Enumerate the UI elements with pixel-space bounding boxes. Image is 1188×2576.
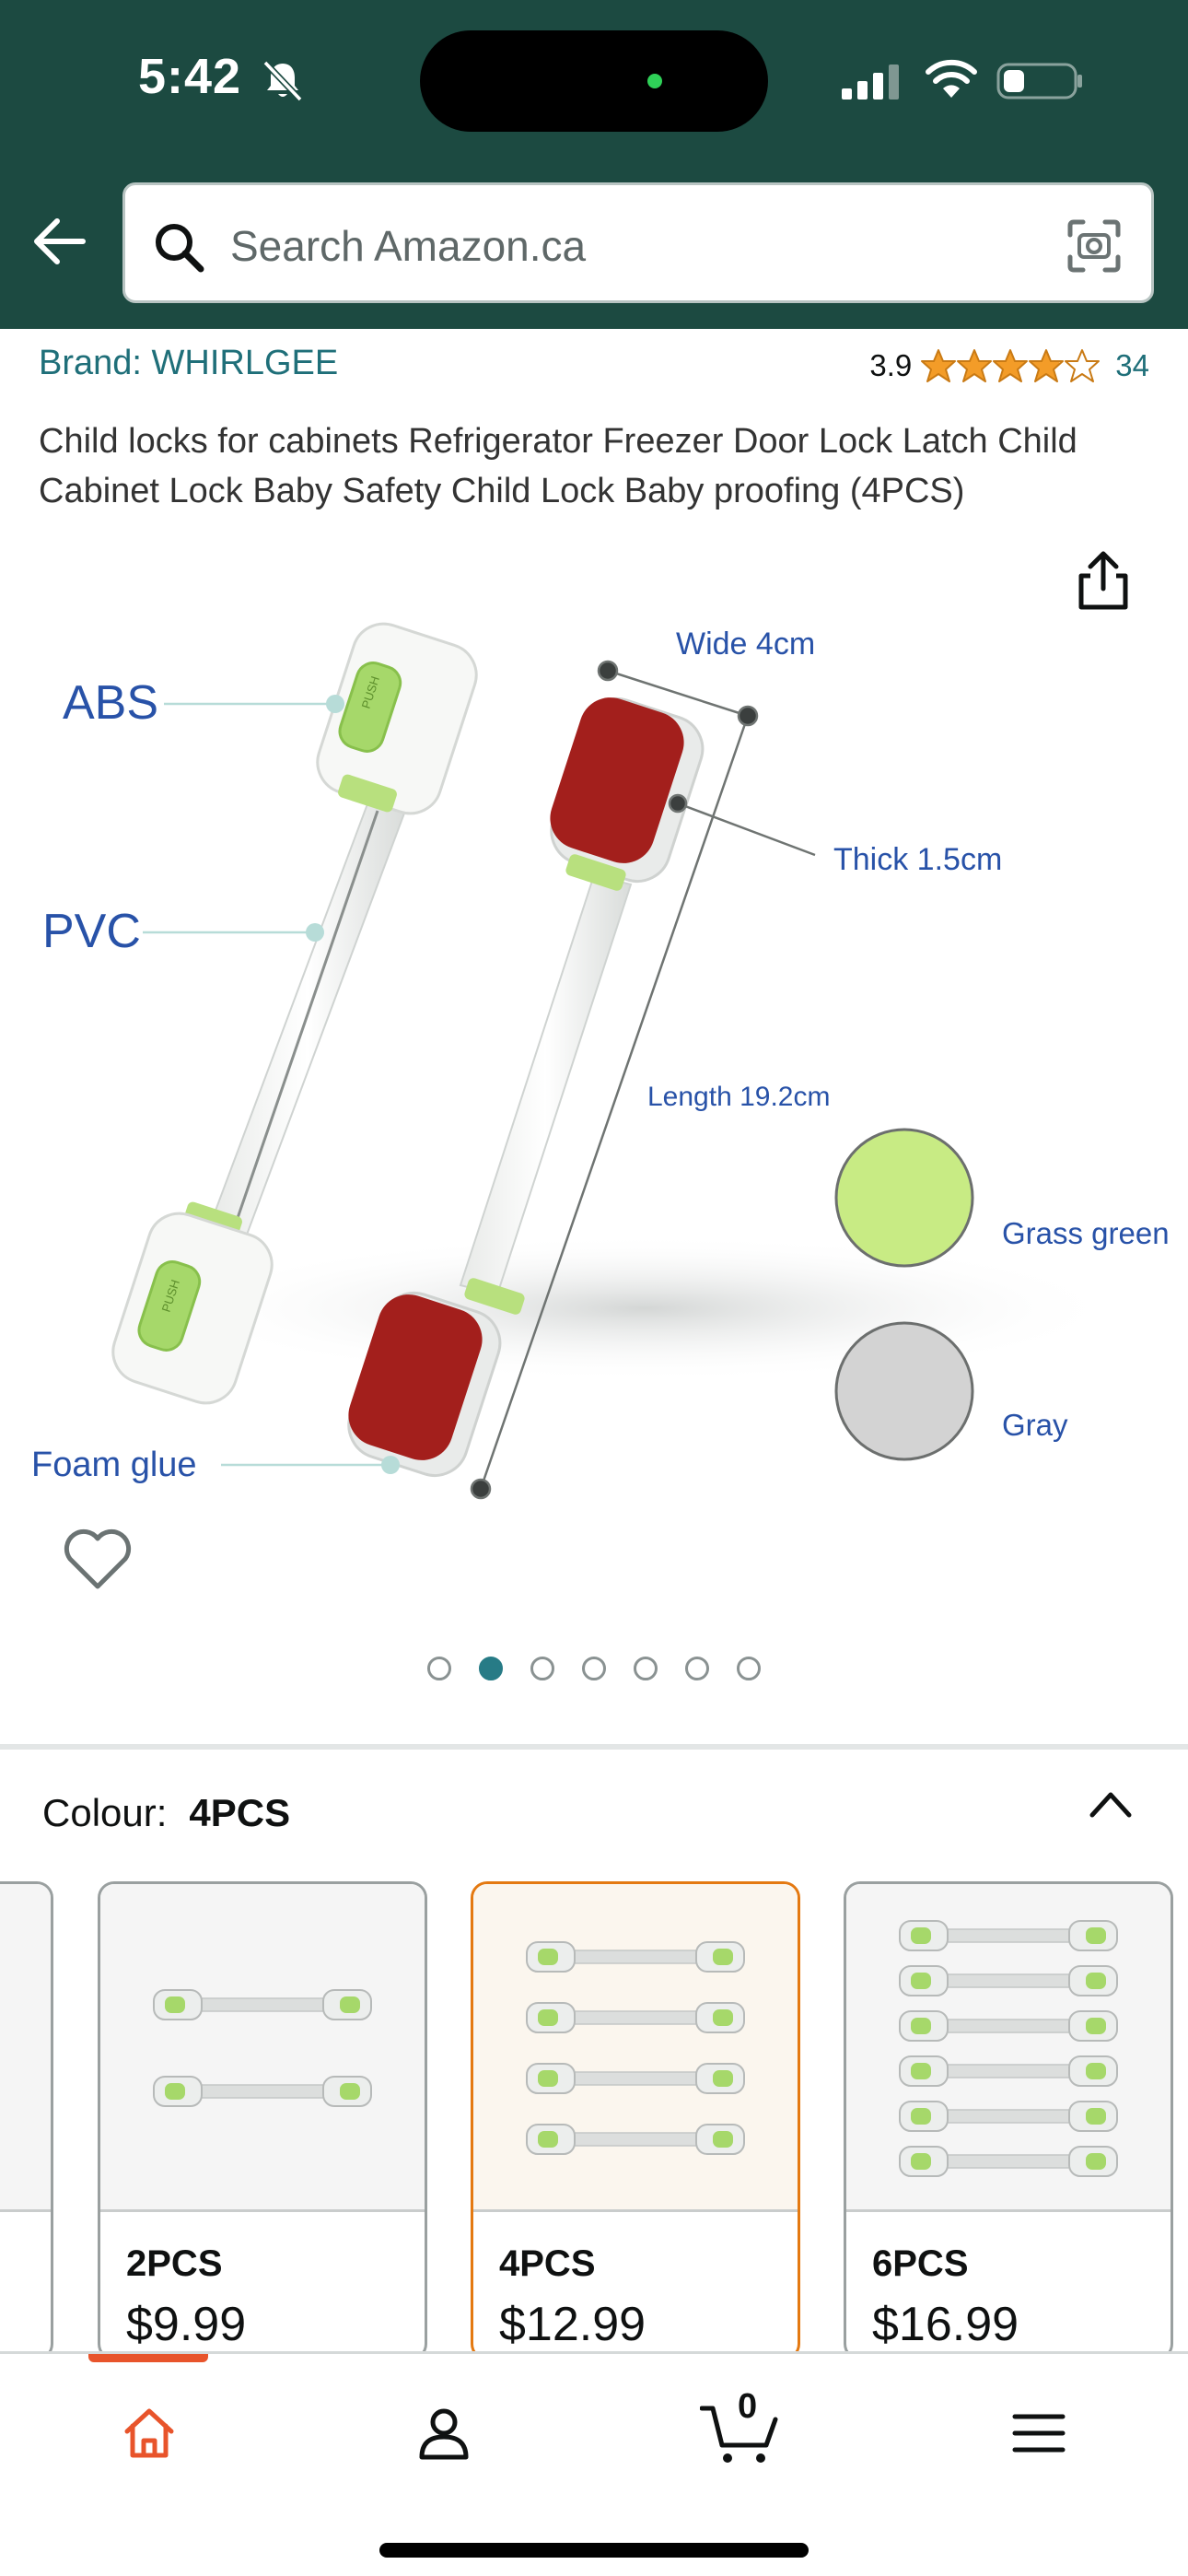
lock-thumbnail — [526, 1941, 745, 1973]
right-lock — [347, 697, 705, 1477]
colour-value: 4PCS — [189, 1791, 291, 1834]
label-wide: Wide 4cm — [676, 626, 815, 662]
menu-icon — [1012, 2414, 1066, 2453]
app-header: 5:42 — [0, 0, 1188, 329]
account-icon — [419, 2408, 469, 2460]
search-bar[interactable] — [122, 182, 1154, 303]
signal-icon — [842, 64, 899, 100]
pagination-dot[interactable] — [685, 1657, 709, 1680]
dimension-lines — [470, 660, 816, 1500]
variant-name: 4PCS — [499, 2243, 596, 2284]
material-callouts — [143, 702, 390, 1467]
variant-card-6pcs[interactable]: 6PCS $16.99 — [844, 1881, 1173, 2360]
review-count-link[interactable]: 34 — [1115, 348, 1149, 382]
lock-thumbnail — [526, 2002, 745, 2033]
variant-price: $16.99 — [872, 2298, 1019, 2351]
product-shadow — [166, 1235, 1124, 1382]
nav-cart[interactable]: 0 — [695, 2387, 787, 2479]
home-icon — [124, 2408, 174, 2458]
foam-marker — [381, 1456, 400, 1474]
label-thick: Thick 1.5cm — [833, 842, 1002, 877]
brand-link[interactable]: Brand: WHIRLGEE — [39, 344, 339, 382]
lock-thumbnail — [899, 2100, 1118, 2132]
variant-card-2pcs[interactable]: 2PCS $9.99 — [98, 1881, 427, 2360]
variant-price: $12.99 — [499, 2298, 646, 2351]
active-tab-indicator — [88, 2354, 208, 2362]
lock-thumbnail — [526, 2063, 745, 2094]
lock-thumbnail — [899, 2055, 1118, 2087]
abs-marker — [326, 695, 344, 713]
star-icon — [921, 349, 957, 382]
section-divider — [0, 1744, 1188, 1750]
pagination-dot[interactable] — [634, 1657, 658, 1680]
status-time: 5:42 — [138, 49, 242, 104]
bell-slash-icon — [262, 60, 303, 102]
colour-label: Colour: — [42, 1791, 168, 1834]
rating-stars — [921, 348, 1101, 383]
bottom-navigation: 0 — [0, 2351, 1188, 2576]
pagination-dot[interactable] — [479, 1657, 503, 1680]
label-foam-glue: Foam glue — [31, 1446, 197, 1484]
cart-icon — [700, 2406, 778, 2463]
lock-thumbnail — [899, 1919, 1118, 1951]
colour-selector-header[interactable]: Colour: 4PCS — [42, 1791, 290, 1835]
pagination-dot[interactable] — [530, 1657, 554, 1680]
lock-thumbnail — [526, 2124, 745, 2155]
variant-image — [0, 1884, 51, 2212]
camera-indicator-dot — [647, 74, 662, 88]
lock-thumbnail — [899, 2009, 1118, 2042]
label-gray: Gray — [1002, 1408, 1068, 1442]
star-icon — [993, 349, 1029, 382]
variant-price: $9.99 — [126, 2298, 247, 2351]
lock-thumbnail — [899, 2145, 1118, 2177]
swatch-grass-green — [834, 1128, 974, 1268]
lock-thumbnail — [153, 1989, 372, 2020]
label-pvc: PVC — [42, 905, 141, 958]
left-lock: PUSH PUSH — [111, 622, 478, 1405]
nav-home[interactable] — [103, 2387, 195, 2479]
nav-account[interactable] — [398, 2387, 490, 2479]
star-icon — [957, 349, 993, 382]
variant-image — [846, 1884, 1171, 2212]
pvc-marker — [306, 923, 324, 942]
label-abs: ABS — [63, 676, 158, 730]
product-title: Child locks for cabinets Refrigerator Fr… — [39, 422, 1077, 510]
product-image-gallery[interactable]: PUSH PUSH — [0, 534, 1188, 1695]
variant-image — [473, 1884, 798, 2212]
chevron-up-icon[interactable] — [1087, 1786, 1135, 1822]
wifi-icon — [926, 59, 977, 98]
share-icon[interactable] — [1074, 548, 1133, 613]
variant-name: 2PCS — [126, 2243, 223, 2284]
lock-thumbnail — [899, 1964, 1118, 1996]
search-icon — [156, 224, 204, 273]
star-icon — [1065, 349, 1101, 382]
gallery-pagination[interactable] — [0, 1657, 1188, 1680]
variant-card-4pcs[interactable]: 4PCS $12.99 — [471, 1881, 800, 2360]
variant-card-previous[interactable] — [0, 1881, 53, 2360]
label-length: Length 19.2cm — [647, 1082, 830, 1112]
heart-icon[interactable] — [63, 1528, 133, 1592]
back-arrow-icon[interactable] — [29, 212, 88, 271]
pagination-dot[interactable] — [737, 1657, 761, 1680]
pagination-dot[interactable] — [582, 1657, 606, 1680]
nav-menu[interactable] — [993, 2387, 1085, 2479]
rating-value: 3.9 — [869, 348, 913, 382]
star-icon — [1029, 349, 1065, 382]
variant-name: 6PCS — [872, 2243, 969, 2284]
rating-summary[interactable]: 3.9 34 — [869, 348, 1149, 383]
battery-icon — [996, 63, 1082, 100]
product-image: PUSH PUSH — [31, 622, 1170, 1500]
cart-count: 0 — [738, 2387, 758, 2426]
variant-image — [100, 1884, 425, 2212]
lock-thumbnail — [153, 2076, 372, 2107]
search-input[interactable] — [230, 218, 1022, 274]
camera-icon[interactable] — [1065, 217, 1124, 275]
pagination-dot[interactable] — [427, 1657, 451, 1680]
home-indicator — [379, 2543, 809, 2558]
variant-carousel[interactable]: 2PCS $9.99 4PCS $12.99 6PCS $16.99 — [0, 1881, 1188, 2360]
dynamic-island — [420, 30, 768, 132]
swatch-gray — [834, 1321, 974, 1461]
label-grass-green: Grass green — [1002, 1216, 1170, 1250]
